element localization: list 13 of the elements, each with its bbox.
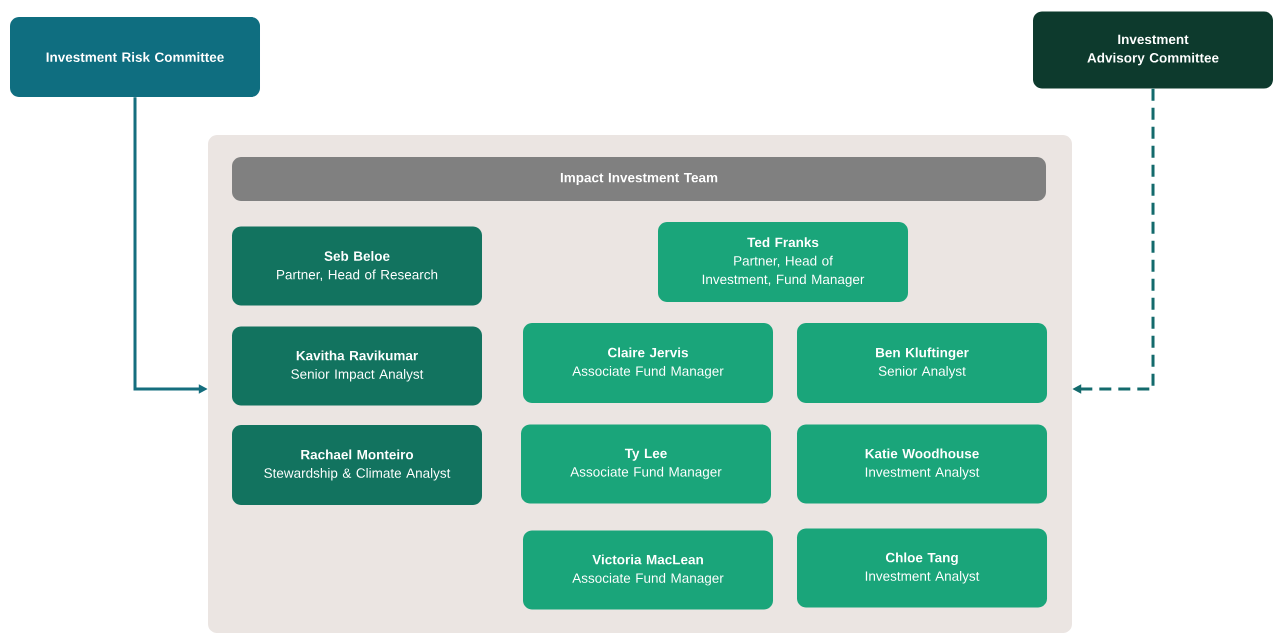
person-box: Ty Lee Associate Fund Manager bbox=[521, 424, 771, 504]
person-box: Kavitha Ravikumar Senior Impact Analyst bbox=[232, 326, 482, 406]
person-box: Seb Beloe Partner, Head of Research bbox=[232, 226, 482, 306]
team-header-bar: Impact Investment Team bbox=[232, 157, 1046, 201]
person-box: Ted Franks Partner, Head of Investment, Fund Manager bbox=[658, 222, 908, 302]
person-box: Katie Woodhouse Investment Analyst bbox=[797, 424, 1047, 504]
person-box: Victoria MacLean Associate Fund Manager bbox=[523, 530, 773, 610]
person-box: Rachael Monteiro Stewardship & Climate Analyst bbox=[232, 425, 482, 505]
person-box: Claire Jervis Associate Fund Manager bbox=[523, 323, 773, 403]
committee-box: Investment Risk Committee bbox=[10, 17, 260, 97]
person-box: Chloe Tang Investment Analyst bbox=[797, 528, 1047, 608]
committee-box: Investment Advisory Committee bbox=[1033, 11, 1273, 89]
person-box: Ben Kluftinger Senior Analyst bbox=[797, 323, 1047, 403]
